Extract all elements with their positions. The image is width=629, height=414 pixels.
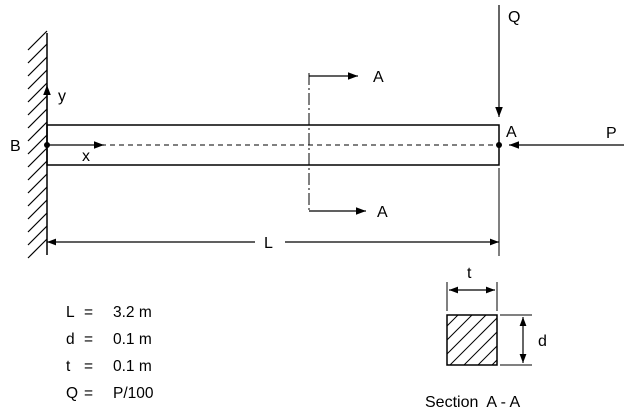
dimension-d-label: d — [538, 333, 547, 350]
param-name: Q — [66, 385, 78, 402]
label-a: A — [506, 124, 517, 141]
param-value: 0.1 m — [113, 331, 152, 348]
param-value: P/100 — [113, 385, 154, 402]
param-equals: = — [84, 331, 93, 348]
dimension-l-label: L — [264, 235, 273, 252]
cross-section — [446, 282, 532, 366]
label-y: y — [58, 88, 66, 105]
parameter-list: L = 3.2 m d = 0.1 m t = 0.1 m Q = P/100 — [66, 304, 154, 402]
param-equals: = — [84, 304, 93, 321]
param-equals: = — [84, 358, 93, 375]
label-x: x — [82, 148, 90, 165]
section-caption: Section A - A — [425, 394, 521, 411]
section-label-bottom: A — [377, 204, 388, 221]
cross-section-square — [446, 314, 498, 366]
point-a-marker — [496, 142, 502, 148]
param-name: d — [66, 331, 75, 348]
section-label-top: A — [373, 69, 384, 86]
param-equals: = — [84, 385, 93, 402]
fixed-wall-support — [27, 30, 48, 259]
param-value: 0.1 m — [113, 358, 152, 375]
label-p: P — [606, 125, 617, 142]
label-b: B — [10, 138, 21, 155]
param-name: t — [66, 358, 71, 375]
dimension-t-label: t — [467, 265, 472, 282]
param-name: L — [66, 304, 75, 321]
param-value: 3.2 m — [113, 304, 152, 321]
label-q: Q — [508, 9, 520, 26]
